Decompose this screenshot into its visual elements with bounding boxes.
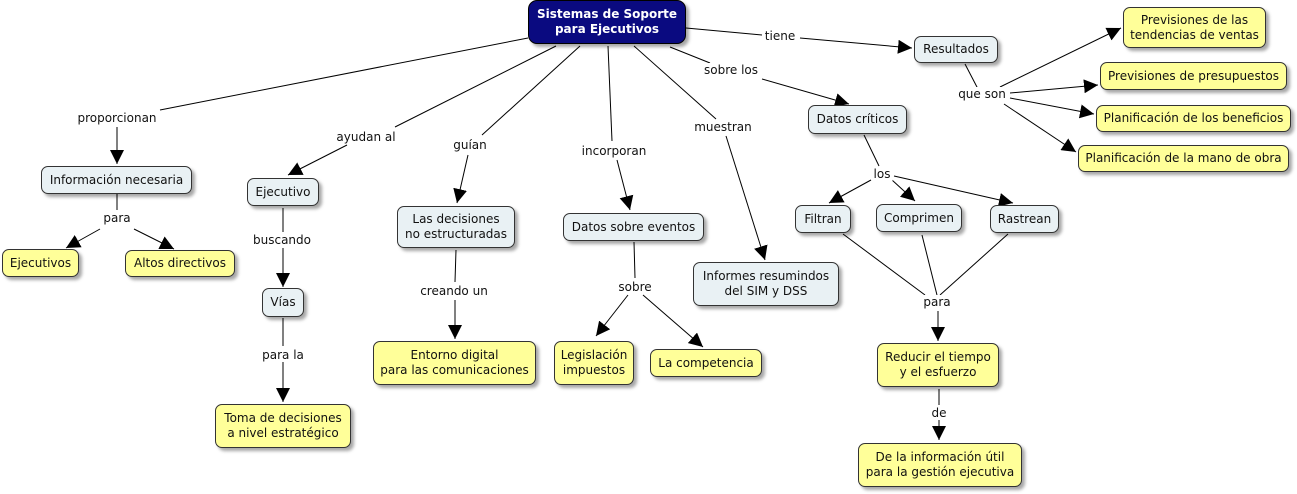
concept-rastrean[interactable]: Rastrean xyxy=(990,205,1059,233)
link-line xyxy=(616,159,634,211)
link-line xyxy=(1009,79,1099,94)
link-label-guian: guían xyxy=(451,138,489,152)
link-label-que-son: que son xyxy=(956,87,1008,101)
concept-entorno-digital[interactable]: Entorno digital para las comunicaciones xyxy=(373,341,536,385)
link-line xyxy=(287,144,348,176)
link-line xyxy=(481,45,581,136)
link-line xyxy=(607,45,613,142)
concept-ejecutivos[interactable]: Ejecutivos xyxy=(2,249,79,277)
link-line xyxy=(159,37,529,111)
link-label-buscando: buscando xyxy=(251,233,313,247)
link-line xyxy=(394,45,557,128)
link-line xyxy=(842,233,926,296)
concept-comprimen[interactable]: Comprimen xyxy=(876,204,962,232)
link-line xyxy=(595,294,629,337)
concept-datos-criticos[interactable]: Datos críticos xyxy=(808,105,907,134)
link-label-de: de xyxy=(929,406,949,420)
concept-previsiones-presupuestos[interactable]: Previsiones de presupuestos xyxy=(1100,62,1287,90)
link-label-tiene: tiene xyxy=(762,29,798,43)
concept-datos-sobre-eventos[interactable]: Datos sobre eventos xyxy=(563,213,704,241)
link-line xyxy=(761,78,850,107)
concept-vias[interactable]: Vías xyxy=(262,288,304,317)
link-label-incorporan: incorporan xyxy=(579,144,649,158)
link-line xyxy=(669,46,711,64)
link-line xyxy=(999,27,1122,88)
link-label-ayudan-al: ayudan al xyxy=(334,130,398,144)
link-line xyxy=(893,175,1014,207)
concept-la-competencia[interactable]: La competencia xyxy=(650,349,762,377)
concept-decisiones-no-estructuradas[interactable]: Las decisiones no estructuradas xyxy=(397,206,515,248)
link-line xyxy=(964,63,979,90)
concept-informacion-necesaria[interactable]: Información necesaria xyxy=(41,166,192,194)
link-line xyxy=(1003,103,1077,153)
concept-altos-directivos[interactable]: Altos directivos xyxy=(125,250,235,277)
link-line xyxy=(1009,97,1095,119)
link-label-sobre: sobre xyxy=(616,280,654,294)
link-line xyxy=(725,135,768,261)
link-label-para: para xyxy=(101,211,133,225)
link-line xyxy=(133,228,175,250)
link-label-muestran: muestran xyxy=(692,120,754,134)
link-line xyxy=(828,179,872,204)
link-label-los: los xyxy=(871,167,893,181)
concept-planificacion-beneficios[interactable]: Planificación de los beneficios xyxy=(1096,105,1291,132)
concept-filtran[interactable]: Filtran xyxy=(795,205,851,233)
root-concept[interactable]: Sistemas de Soporte para Ejecutivos xyxy=(528,0,686,44)
link-label-sobre-los: sobre los xyxy=(701,63,761,77)
concept-legislacion-impuestos[interactable]: Legislación impuestos xyxy=(554,341,634,385)
concept-ejecutivo[interactable]: Ejecutivo xyxy=(247,178,319,206)
link-line xyxy=(454,249,457,283)
link-line xyxy=(685,27,763,36)
link-label-creando-un: creando un xyxy=(418,284,490,298)
link-line xyxy=(453,154,469,204)
link-label-para-la: para la xyxy=(260,348,306,362)
link-line xyxy=(799,37,913,54)
link-label-proporcionan: proporcionan xyxy=(75,111,159,125)
concept-resultados[interactable]: Resultados xyxy=(914,36,998,63)
link-line xyxy=(939,233,1009,296)
concept-informes-resumidos[interactable]: Informes resumindos del SIM y DSS xyxy=(693,262,839,306)
link-line xyxy=(891,179,916,202)
link-line xyxy=(863,134,880,167)
concept-toma-de-decisiones[interactable]: Toma de decisiones a nivel estratégico xyxy=(215,404,351,448)
concept-reducir-tiempo[interactable]: Reducir el tiempo y el esfuerzo xyxy=(877,343,999,387)
link-line xyxy=(921,234,938,296)
concept-previsiones-tendencias[interactable]: Previsiones de las tendencias de ventas xyxy=(1123,7,1266,48)
link-line xyxy=(65,228,101,249)
link-line xyxy=(633,241,636,279)
concept-planificacion-mano-obra[interactable]: Planificación de la mano de obra xyxy=(1078,145,1289,172)
link-label-para-2: para xyxy=(921,295,953,309)
link-line xyxy=(642,294,704,348)
link-line xyxy=(633,45,717,120)
concept-informacion-util[interactable]: De la información útil para la gestión e… xyxy=(858,443,1022,487)
